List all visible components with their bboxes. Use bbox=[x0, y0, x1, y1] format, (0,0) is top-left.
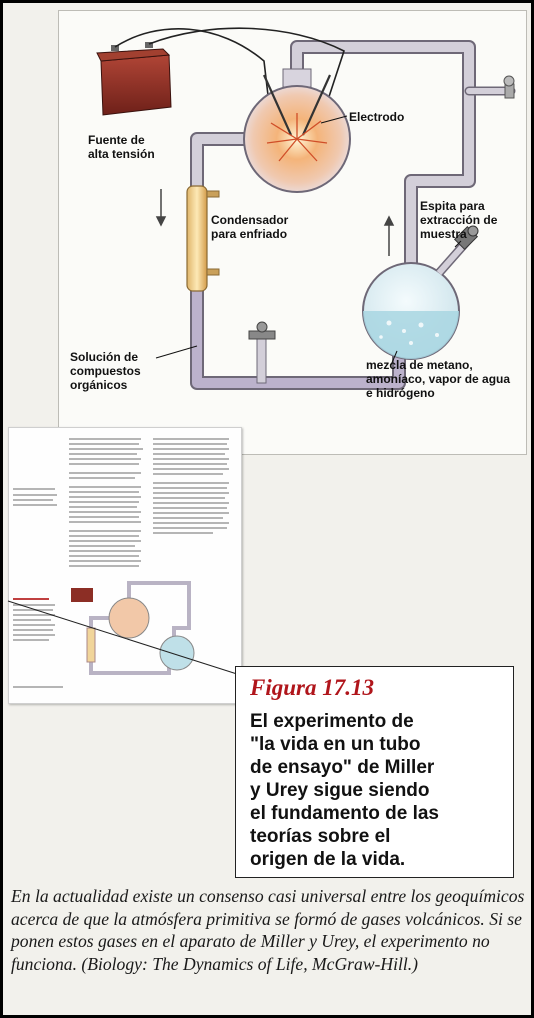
label-sample-stopcock: Espita para extracción de muestra bbox=[420, 199, 498, 241]
flow-arrows bbox=[155, 189, 395, 256]
figure-number: Figura 17.13 bbox=[250, 675, 374, 700]
bottom-note-paragraph: En la actualidad existe un consenso casi… bbox=[11, 886, 525, 974]
boiling-flask bbox=[362, 225, 479, 360]
label-organic-solution: Solución de compuestos orgánicos bbox=[70, 350, 141, 392]
glass-tubing bbox=[190, 40, 516, 390]
page-text-lines bbox=[13, 438, 229, 688]
label-power-source: Fuente de alta tensión bbox=[88, 133, 155, 161]
thumbnail-apparatus bbox=[71, 581, 195, 675]
figure-caption-box: Figura 17.13 El experimento de "la vida … bbox=[235, 666, 514, 878]
bottom-stopcock bbox=[248, 321, 276, 384]
apparatus-illustration bbox=[96, 27, 516, 390]
page: Fuente de alta tensión Electrodo Condens… bbox=[3, 3, 531, 1015]
miller-urey-diagram: Fuente de alta tensión Electrodo Condens… bbox=[58, 10, 527, 455]
label-gas-mixture: mezcla de metano, amoníaco, vapor de agu… bbox=[366, 358, 511, 400]
label-condenser: Condensador para enfriado bbox=[211, 213, 289, 241]
label-leaders bbox=[155, 115, 462, 366]
label-electrode: Electrodo bbox=[349, 110, 405, 124]
textbook-page-image bbox=[13, 438, 229, 688]
textbook-page-thumbnail bbox=[8, 427, 242, 704]
high-voltage-source bbox=[96, 42, 172, 116]
top-right-stopcock bbox=[503, 75, 515, 99]
spark-flask bbox=[243, 68, 351, 193]
figure-caption-text: El experimento de "la vida en un tubo de… bbox=[250, 711, 439, 870]
electrode-wires bbox=[114, 27, 345, 122]
condenser bbox=[186, 185, 220, 292]
